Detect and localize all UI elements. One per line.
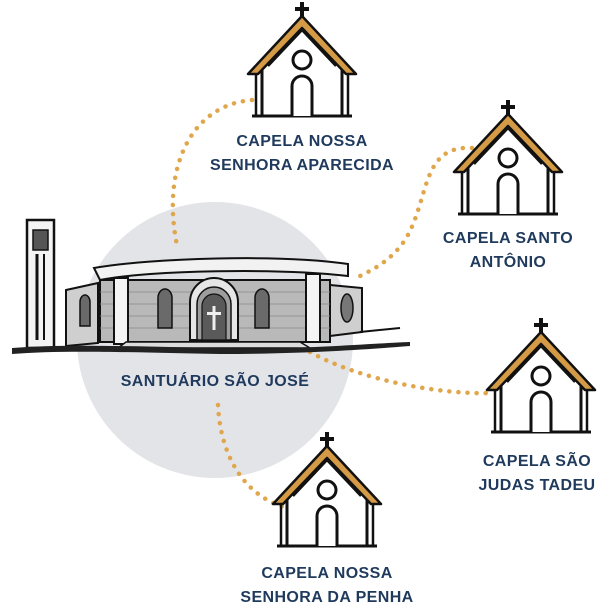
connector-penha xyxy=(215,402,290,511)
chapel-label-santo-antonio: CAPELA SANTO ANTÔNIO xyxy=(420,227,596,275)
center-label: SANTUÁRIO SÃO JOSÉ xyxy=(95,370,335,394)
chapel-label-line1: CAPELA NOSSA xyxy=(236,133,368,150)
chapel-icon xyxy=(246,0,358,118)
chapel-label-line2: SENHORA DA PENHA xyxy=(240,589,414,606)
center-label-text: SANTUÁRIO SÃO JOSÉ xyxy=(120,373,310,390)
chapel-label-penha: CAPELA NOSSA SENHORA DA PENHA xyxy=(222,562,432,610)
chapel-label-line2: ANTÔNIO xyxy=(469,254,547,271)
chapel-label-line1: CAPELA SANTO xyxy=(442,230,574,247)
chapel-label-line1: CAPELA SÃO xyxy=(482,453,592,470)
chapel-icon xyxy=(452,98,564,216)
chapel-label-aparecida: CAPELA NOSSA SENHORA APARECIDA xyxy=(192,130,412,178)
chapel-label-line2: JUDAS TADEU xyxy=(478,477,596,494)
chapel-label-line2: SENHORA APARECIDA xyxy=(210,157,394,174)
chapel-label-line1: CAPELA NOSSA xyxy=(261,565,393,582)
connector-santo-antonio xyxy=(353,145,475,281)
chapel-label-judas-tadeu: CAPELA SÃO JUDAS TADEU xyxy=(462,450,612,498)
connector-aparecida xyxy=(170,97,255,253)
sanctuary-building-illustration xyxy=(12,218,410,354)
chapel-icon xyxy=(485,316,597,434)
